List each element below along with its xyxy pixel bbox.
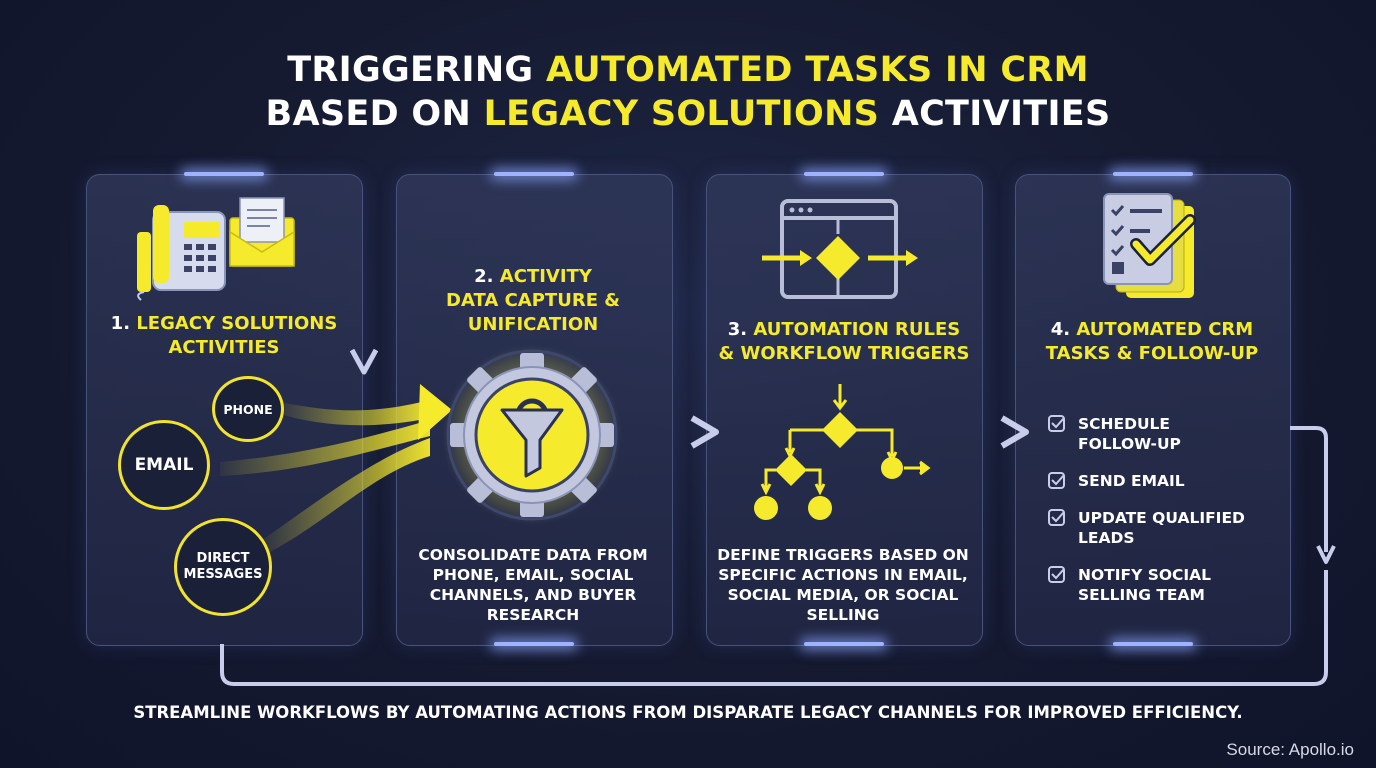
step-4-title-line2: TASKS & FOLLOW-UP <box>1045 343 1259 364</box>
step-2-title-line3: UNIFICATION <box>467 314 599 335</box>
task-check-icons <box>1048 415 1065 583</box>
step-3-title-line2: & WORKFLOW TRIGGERS <box>718 343 970 364</box>
gear-funnel-icon <box>442 345 622 525</box>
step-2-description: CONSOLIDATE DATA FROM PHONE, EMAIL, SOCI… <box>418 546 648 624</box>
step-2-title-line1: ACTIVITY <box>499 266 592 287</box>
step-2-title: 2. ACTIVITY DATA CAPTURE & UNIFICATION <box>403 265 663 337</box>
title-line2-highlight: LEGACY SOLUTIONS <box>483 94 880 134</box>
channel-direct-messages-label: DIRECT MESSAGES <box>183 551 263 582</box>
step-3-title-line1: AUTOMATION RULES <box>753 319 961 340</box>
desk-phone-icon <box>137 205 226 301</box>
infographic-title: TRIGGERING AUTOMATED TASKS IN CRM BASED … <box>0 48 1376 136</box>
channel-flow-streams <box>220 384 452 552</box>
task-label: SEND EMAIL <box>1078 472 1185 490</box>
channel-phone-bubble: PHONE <box>212 376 284 442</box>
workflow-window-icon <box>762 199 918 299</box>
task-label: NOTIFY SOCIAL SELLING TEAM <box>1078 566 1212 604</box>
footer-caption: STREAMLINE WORKFLOWS BY AUTOMATING ACTIO… <box>133 703 1243 722</box>
panel-glow <box>804 172 884 176</box>
title-line1-highlight: AUTOMATED TASKS IN CRM <box>545 50 1089 90</box>
down-arrow-icon <box>349 230 379 375</box>
panel-glow <box>494 642 574 646</box>
channel-phone-label: PHONE <box>223 401 273 417</box>
decision-tree-nodes <box>754 412 903 520</box>
step-4-number: 4. <box>1050 319 1071 340</box>
channel-email-bubble: EMAIL <box>118 420 210 510</box>
step-2-title-line2: DATA CAPTURE & <box>446 290 620 311</box>
title-line2-part1: BASED ON <box>265 94 484 134</box>
panel-glow <box>184 172 264 176</box>
task-item: NOTIFY SOCIAL SELLING TEAM <box>1078 565 1228 605</box>
channel-email-label: EMAIL <box>134 455 194 475</box>
envelope-icon <box>229 197 295 267</box>
checklist-icon <box>1103 193 1196 298</box>
task-label: UPDATE QUALIFIED LEADS <box>1078 509 1245 547</box>
step-3-title: 3. AUTOMATION RULES & WORKFLOW TRIGGERS <box>712 318 976 366</box>
panel-glow <box>1113 642 1193 646</box>
panel-glow <box>804 642 884 646</box>
step-1-title: 1. LEGACY SOLUTIONS ACTIVITIES <box>94 312 354 360</box>
arrow-right-icon <box>640 415 719 449</box>
step-4-title-line1: AUTOMATED CRM <box>1076 319 1254 340</box>
step-1-title-text: LEGACY SOLUTIONS ACTIVITIES <box>136 313 338 358</box>
loop-connector <box>220 426 1336 686</box>
task-item: SEND EMAIL <box>1078 471 1268 491</box>
decision-tree-icon <box>760 384 931 496</box>
arrow-right-icon <box>950 415 1029 449</box>
panel-glow <box>494 172 574 176</box>
task-item: UPDATE QUALIFIED LEADS <box>1078 508 1258 548</box>
task-item: SCHEDULE FOLLOW-UP <box>1078 414 1188 454</box>
step-1-number: 1. <box>110 313 131 334</box>
step-3-number: 3. <box>727 319 748 340</box>
channel-direct-messages-bubble: DIRECT MESSAGES <box>174 518 272 616</box>
step-3-description: DEFINE TRIGGERS BASED ON SPECIFIC ACTION… <box>717 546 969 624</box>
panel-glow <box>1113 172 1193 176</box>
step-2-number: 2. <box>474 266 494 287</box>
task-label: SCHEDULE FOLLOW-UP <box>1078 415 1181 453</box>
step-4-title: 4. AUTOMATED CRM TASKS & FOLLOW-UP <box>1022 318 1282 366</box>
source-credit: Source: Apollo.io <box>1226 740 1354 759</box>
title-line1-part1: TRIGGERING <box>287 50 546 90</box>
title-line2-part3: ACTIVITIES <box>879 94 1111 134</box>
